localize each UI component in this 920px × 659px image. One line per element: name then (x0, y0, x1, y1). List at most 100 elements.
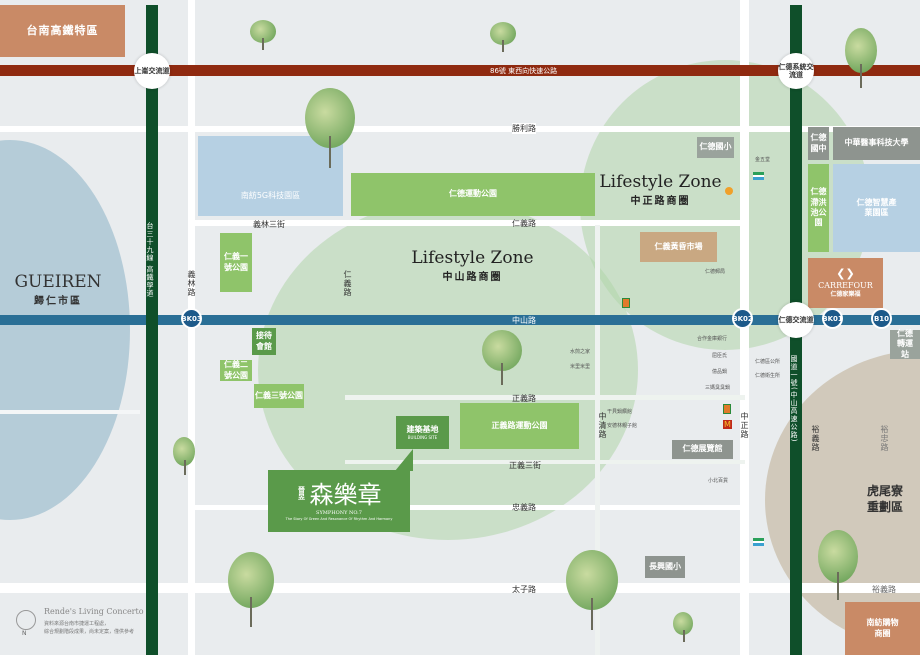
poi: 億品鍋 (712, 369, 728, 375)
carrefour-logo-icon: ❮❯ (836, 266, 855, 280)
poi: 小北百貨 (708, 478, 729, 484)
renyi-market: 仁義黃昏市場 (640, 232, 717, 262)
yilin-label: 義林路 (187, 270, 196, 297)
poi: 仁德衛生所 (755, 373, 781, 379)
rende-exhibition-hall: 仁德展覽館 (672, 440, 733, 459)
poi: 水煎之家 (570, 349, 591, 355)
tree-icon (845, 28, 877, 88)
tree-icon (228, 552, 274, 627)
gueiren-en: GUEIREN (14, 272, 102, 292)
poi: 干貝鍋饌館 (607, 409, 633, 415)
zone-en: Lifestyle Zone (599, 172, 722, 192)
shengli-road-label: 勝利路 (512, 123, 536, 134)
building-site[interactable]: 建築基地 BUILDING SITE (396, 416, 449, 449)
project-brand: 晉昱 (297, 485, 306, 500)
carrefour: ❮❯ CARREFOUR 仁德家樂福 (808, 258, 883, 308)
project-tagline: The Story Of Green And Resonance Of Rhyt… (285, 517, 393, 521)
building-site-en: BUILDING SITE (407, 435, 438, 441)
yushi-label: 裕忠路 (880, 425, 889, 452)
mcdonalds-icon: M (723, 420, 732, 429)
hsr-district: 台南高鐵特區 (0, 5, 125, 57)
renyi-v-label: 仁義路 (343, 270, 352, 297)
zhongzheng-lifestyle-zone: Lifestyle Zone 中正路商圈 (598, 172, 723, 207)
rende-system-interchange: 仁德系統交流道 (778, 53, 814, 89)
station-bk01[interactable]: BK01 (822, 308, 843, 329)
park-2: 仁義二號公園 (220, 360, 252, 381)
poi: 三媽臭臭鍋 (705, 385, 731, 391)
callout-pointer (395, 449, 413, 471)
gueiren-zh: 歸仁市區 (34, 296, 82, 307)
project-callout[interactable]: 晉昱 森樂章 SYMPHONY NO.7 The Story Of Green … (268, 470, 410, 532)
tree-icon (305, 88, 355, 168)
rende-junior-high: 仁德國中 (808, 127, 829, 160)
rende-elementary: 仁德國小 (697, 137, 734, 158)
expressway-86 (0, 65, 920, 76)
zhengyi-sports-park: 正義路運動公園 (460, 403, 579, 449)
project-en: SYMPHONY NO.7 (316, 510, 362, 516)
legend-title: Rende's Living Concerto (44, 607, 144, 616)
station-bk03[interactable]: BK03 (181, 308, 202, 329)
renyi-road-label: 仁義路 (512, 219, 536, 228)
restaurant-icon (725, 187, 733, 195)
zhongyi-label: 忠義路 (512, 503, 536, 512)
zhongshan-lifestyle-zone: Lifestyle Zone 中山路商圈 (410, 248, 535, 283)
minor-road (0, 410, 140, 414)
huweiliao-district: 虎尾寮重劃區 (866, 484, 903, 514)
legend-note: 綜合規劃階段成果，尚未定案，僅供參考 (44, 629, 135, 635)
poi: 仁德區公所 (755, 359, 781, 365)
convenience-store-icon (723, 404, 731, 414)
zhongzheng-label: 中正路 (740, 412, 749, 439)
zhongshan-road-metro (0, 315, 920, 325)
tree-icon (673, 612, 693, 642)
zhongyi-road (195, 505, 745, 510)
zhongshan-road-label: 中山路 (512, 316, 536, 325)
taizi-label: 太子路 (512, 585, 536, 594)
poi: 米里米里 (570, 364, 591, 370)
tech-park: 南紡5G科技園區 (198, 136, 343, 216)
building-site-label: 建築基地 (406, 424, 439, 434)
park-1: 仁義一號公園 (220, 233, 252, 292)
zhengyi-label: 正義路 (512, 394, 536, 403)
poi: 合作金庫銀行 (697, 336, 728, 342)
station-b10[interactable]: B10 (871, 308, 892, 329)
tree-icon (818, 530, 858, 600)
tree-icon (566, 550, 618, 630)
carrefour-en: CARREFOUR (818, 281, 873, 291)
taizi-road (0, 583, 920, 593)
yuyi-h-label: 裕義路 (872, 585, 896, 594)
north-arrow-icon (16, 610, 36, 630)
detention-pond-park: 仁德滯洪池公園 (808, 164, 829, 252)
provincial-39 (146, 5, 158, 655)
poi: 屈臣氏 (712, 353, 728, 359)
rende-interchange: 仁德交流道 (778, 302, 814, 338)
park-3: 仁義三號公園 (254, 384, 304, 408)
carrefour-zh: 仁德家樂福 (830, 291, 861, 299)
zone-zh: 中正路商圈 (630, 196, 691, 207)
poi: 安德林親子館 (607, 423, 638, 429)
freeway-1-label: 國道一號(中山高速公路) (790, 355, 798, 443)
provincial-39-label: 台三十九線 高鐵學道 (146, 222, 154, 298)
tree-icon (173, 437, 195, 475)
poi: 仁德郵局 (705, 269, 726, 275)
reception-center[interactable]: 接待會館 (252, 328, 276, 355)
zhongqing-road (595, 225, 600, 655)
station-bk02[interactable]: BK02 (732, 308, 753, 329)
industrial-park: 仁德智慧產業園區 (833, 164, 920, 252)
shengli-road (0, 126, 920, 132)
project-name: 森樂章 (309, 481, 382, 509)
zhengyi3-road (345, 460, 745, 464)
family-mart-icon (753, 538, 764, 546)
yuyi-label: 裕義路 (811, 425, 820, 452)
gueiren-circle (0, 140, 130, 520)
expressway-86-label: 86號 東西向快速公路 (490, 67, 558, 75)
shanglun-interchange: 上崙交流道 (134, 53, 170, 89)
tree-icon (250, 20, 276, 50)
family-mart-icon (753, 172, 764, 180)
zhengyi3-label: 正義三街 (509, 461, 541, 470)
chung-hwa-university: 中華醫事科技大學 (833, 127, 920, 160)
poi: 金五堂 (755, 157, 771, 163)
transfer-station: 仁德轉運站 (890, 329, 920, 359)
renyi-road (195, 220, 745, 226)
zhongqing-label: 中清路 (598, 412, 607, 439)
